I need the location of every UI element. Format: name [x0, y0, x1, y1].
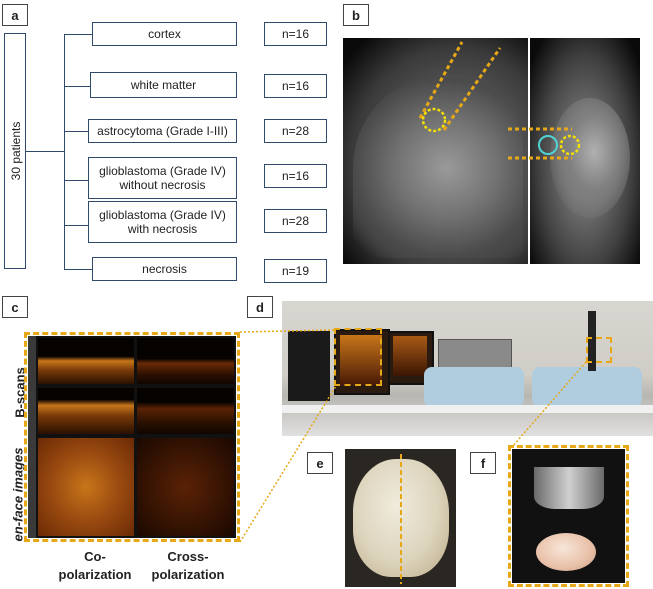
category-glioblastoma-with-necrosis: glioblastoma (Grade IV) with necrosis [88, 201, 237, 243]
count-necrosis: n=19 [264, 259, 327, 283]
root-box: 30 patients [4, 33, 26, 269]
roi-circle-axial-cyan [538, 135, 558, 155]
trunk-vertical [64, 34, 65, 269]
branch-2 [64, 86, 90, 87]
table-surface [282, 405, 653, 413]
sample-on-dish [536, 533, 596, 571]
connector-c-to-d-bottom [239, 385, 337, 543]
branch-3 [64, 131, 88, 132]
oct-sidebar [28, 336, 36, 538]
monitor-highlight [334, 328, 382, 386]
b-scan-cross-1 [137, 338, 234, 384]
col-label-cross-polarization: Cross- polarization [151, 549, 225, 582]
probe-head [534, 467, 604, 509]
blue-cover-1 [424, 367, 524, 407]
col-label-co-polarization: Co- polarization [58, 549, 132, 582]
b-scan-co-1 [38, 338, 134, 384]
category-necrosis: necrosis [92, 257, 237, 281]
trajectory-line-2 [442, 47, 502, 131]
en-face-cross [137, 438, 234, 536]
computer-tower [288, 331, 330, 401]
count-glioblastoma-with-necrosis: n=28 [264, 209, 327, 233]
probe-highlight [586, 337, 612, 363]
b-scan-co-2 [38, 388, 134, 434]
probe-closeup-frame [508, 445, 629, 587]
roi-circle-axial [559, 134, 581, 156]
count-astrocytoma: n=28 [264, 119, 327, 143]
blue-cover-2 [532, 367, 642, 407]
category-glioblastoma-without-necrosis: glioblastoma (Grade IV) without necrosis [88, 157, 237, 199]
lab-setup-photo [282, 301, 653, 436]
en-face-co [38, 438, 134, 536]
b-scan-cross-2 [137, 388, 234, 434]
category-astrocytoma: astrocytoma (Grade I-III) [88, 119, 237, 143]
mri-sagittal [343, 38, 528, 264]
panel-label-e: e [307, 452, 333, 474]
connector-d-to-f [511, 361, 587, 448]
oct-device [438, 339, 512, 371]
oct-highlight-frame [24, 332, 240, 542]
category-white-matter: white matter [90, 72, 237, 98]
trajectory-line-1 [418, 41, 464, 119]
panel-label-d: d [247, 296, 273, 318]
connector-c-to-d-top [239, 329, 335, 333]
mri-axial [530, 38, 640, 264]
branch-1 [64, 34, 92, 35]
trunk-horizontal [26, 151, 64, 152]
roi-circle-sagittal [421, 107, 447, 133]
category-cortex: cortex [92, 22, 237, 46]
panel-label-b: b [343, 4, 369, 26]
probe-closeup-photo [512, 449, 625, 583]
probe-stand [588, 311, 596, 371]
panel-label-f: f [470, 452, 496, 474]
branch-5 [64, 225, 88, 226]
count-glioblastoma-without-necrosis: n=16 [264, 164, 327, 188]
panel-label-c: c [2, 296, 28, 318]
branch-6 [64, 269, 92, 270]
oct-display [28, 336, 236, 538]
count-cortex: n=16 [264, 22, 327, 46]
count-white-matter: n=16 [264, 74, 327, 98]
panel-label-a: a [2, 4, 28, 26]
branch-4 [64, 180, 88, 181]
